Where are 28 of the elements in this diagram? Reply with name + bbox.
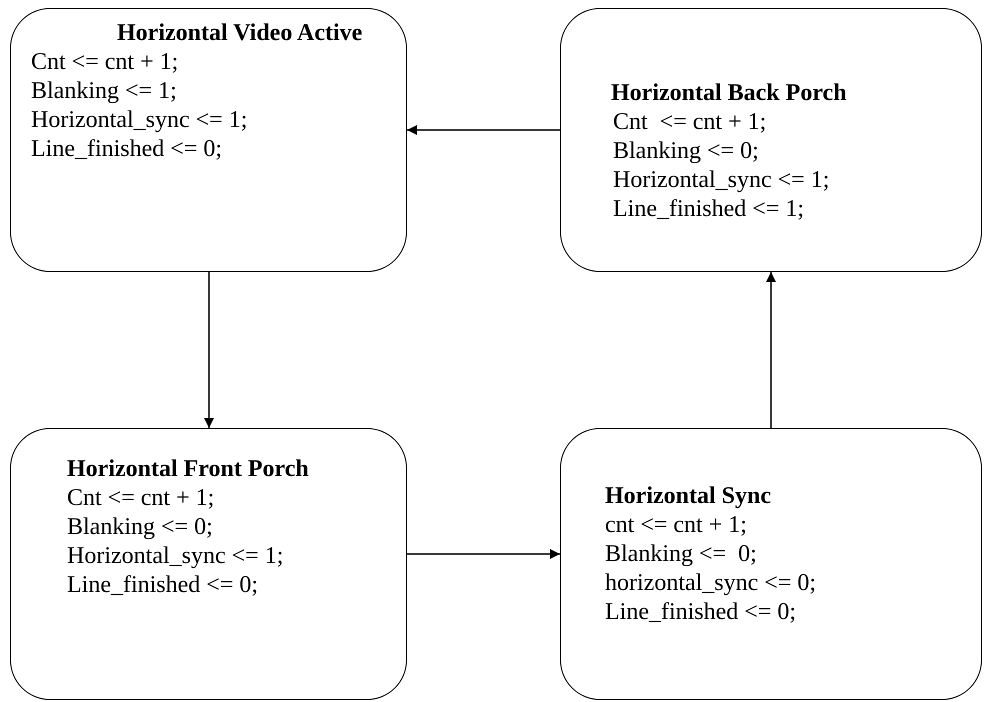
assignment-text: Cnt <= cnt + 1;	[31, 48, 178, 77]
assignment-text: Blanking <= 1;	[31, 77, 177, 106]
state-title: Horizontal Sync	[605, 482, 771, 511]
assignment-text: Cnt <= cnt + 1;	[67, 484, 214, 513]
assignment-text: Line_finished <= 1;	[613, 195, 804, 224]
assignment-text: Line_finished <= 0;	[605, 598, 796, 627]
assignment-text: Blanking <= 0;	[605, 540, 757, 569]
arrow	[407, 549, 560, 559]
assignment-text: horizontal_sync <= 0;	[605, 569, 816, 598]
state-box	[560, 8, 982, 272]
state-title: Horizontal Back Porch	[611, 79, 847, 108]
assignment-text: Line_finished <= 0;	[67, 571, 258, 600]
state-box	[10, 428, 407, 700]
assignment-text: Blanking <= 0;	[67, 513, 213, 542]
arrow	[407, 125, 560, 135]
assignment-text: Horizontal_sync <= 1;	[613, 166, 830, 195]
state-box	[10, 8, 407, 272]
assignment-text: cnt <= cnt + 1;	[605, 511, 747, 540]
assignment-text: Blanking <= 0;	[613, 137, 759, 166]
assignment-text: Line_finished <= 0;	[31, 135, 222, 164]
assignment-text: Horizontal_sync <= 1;	[31, 106, 248, 135]
state-title: Horizontal Front Porch	[67, 455, 309, 484]
assignment-text: Horizontal_sync <= 1;	[67, 542, 284, 571]
arrow	[766, 272, 776, 428]
assignment-text: Cnt <= cnt + 1;	[613, 108, 766, 137]
arrow	[204, 272, 214, 428]
state-box	[560, 428, 982, 700]
state-title: Horizontal Video Active	[117, 19, 362, 48]
